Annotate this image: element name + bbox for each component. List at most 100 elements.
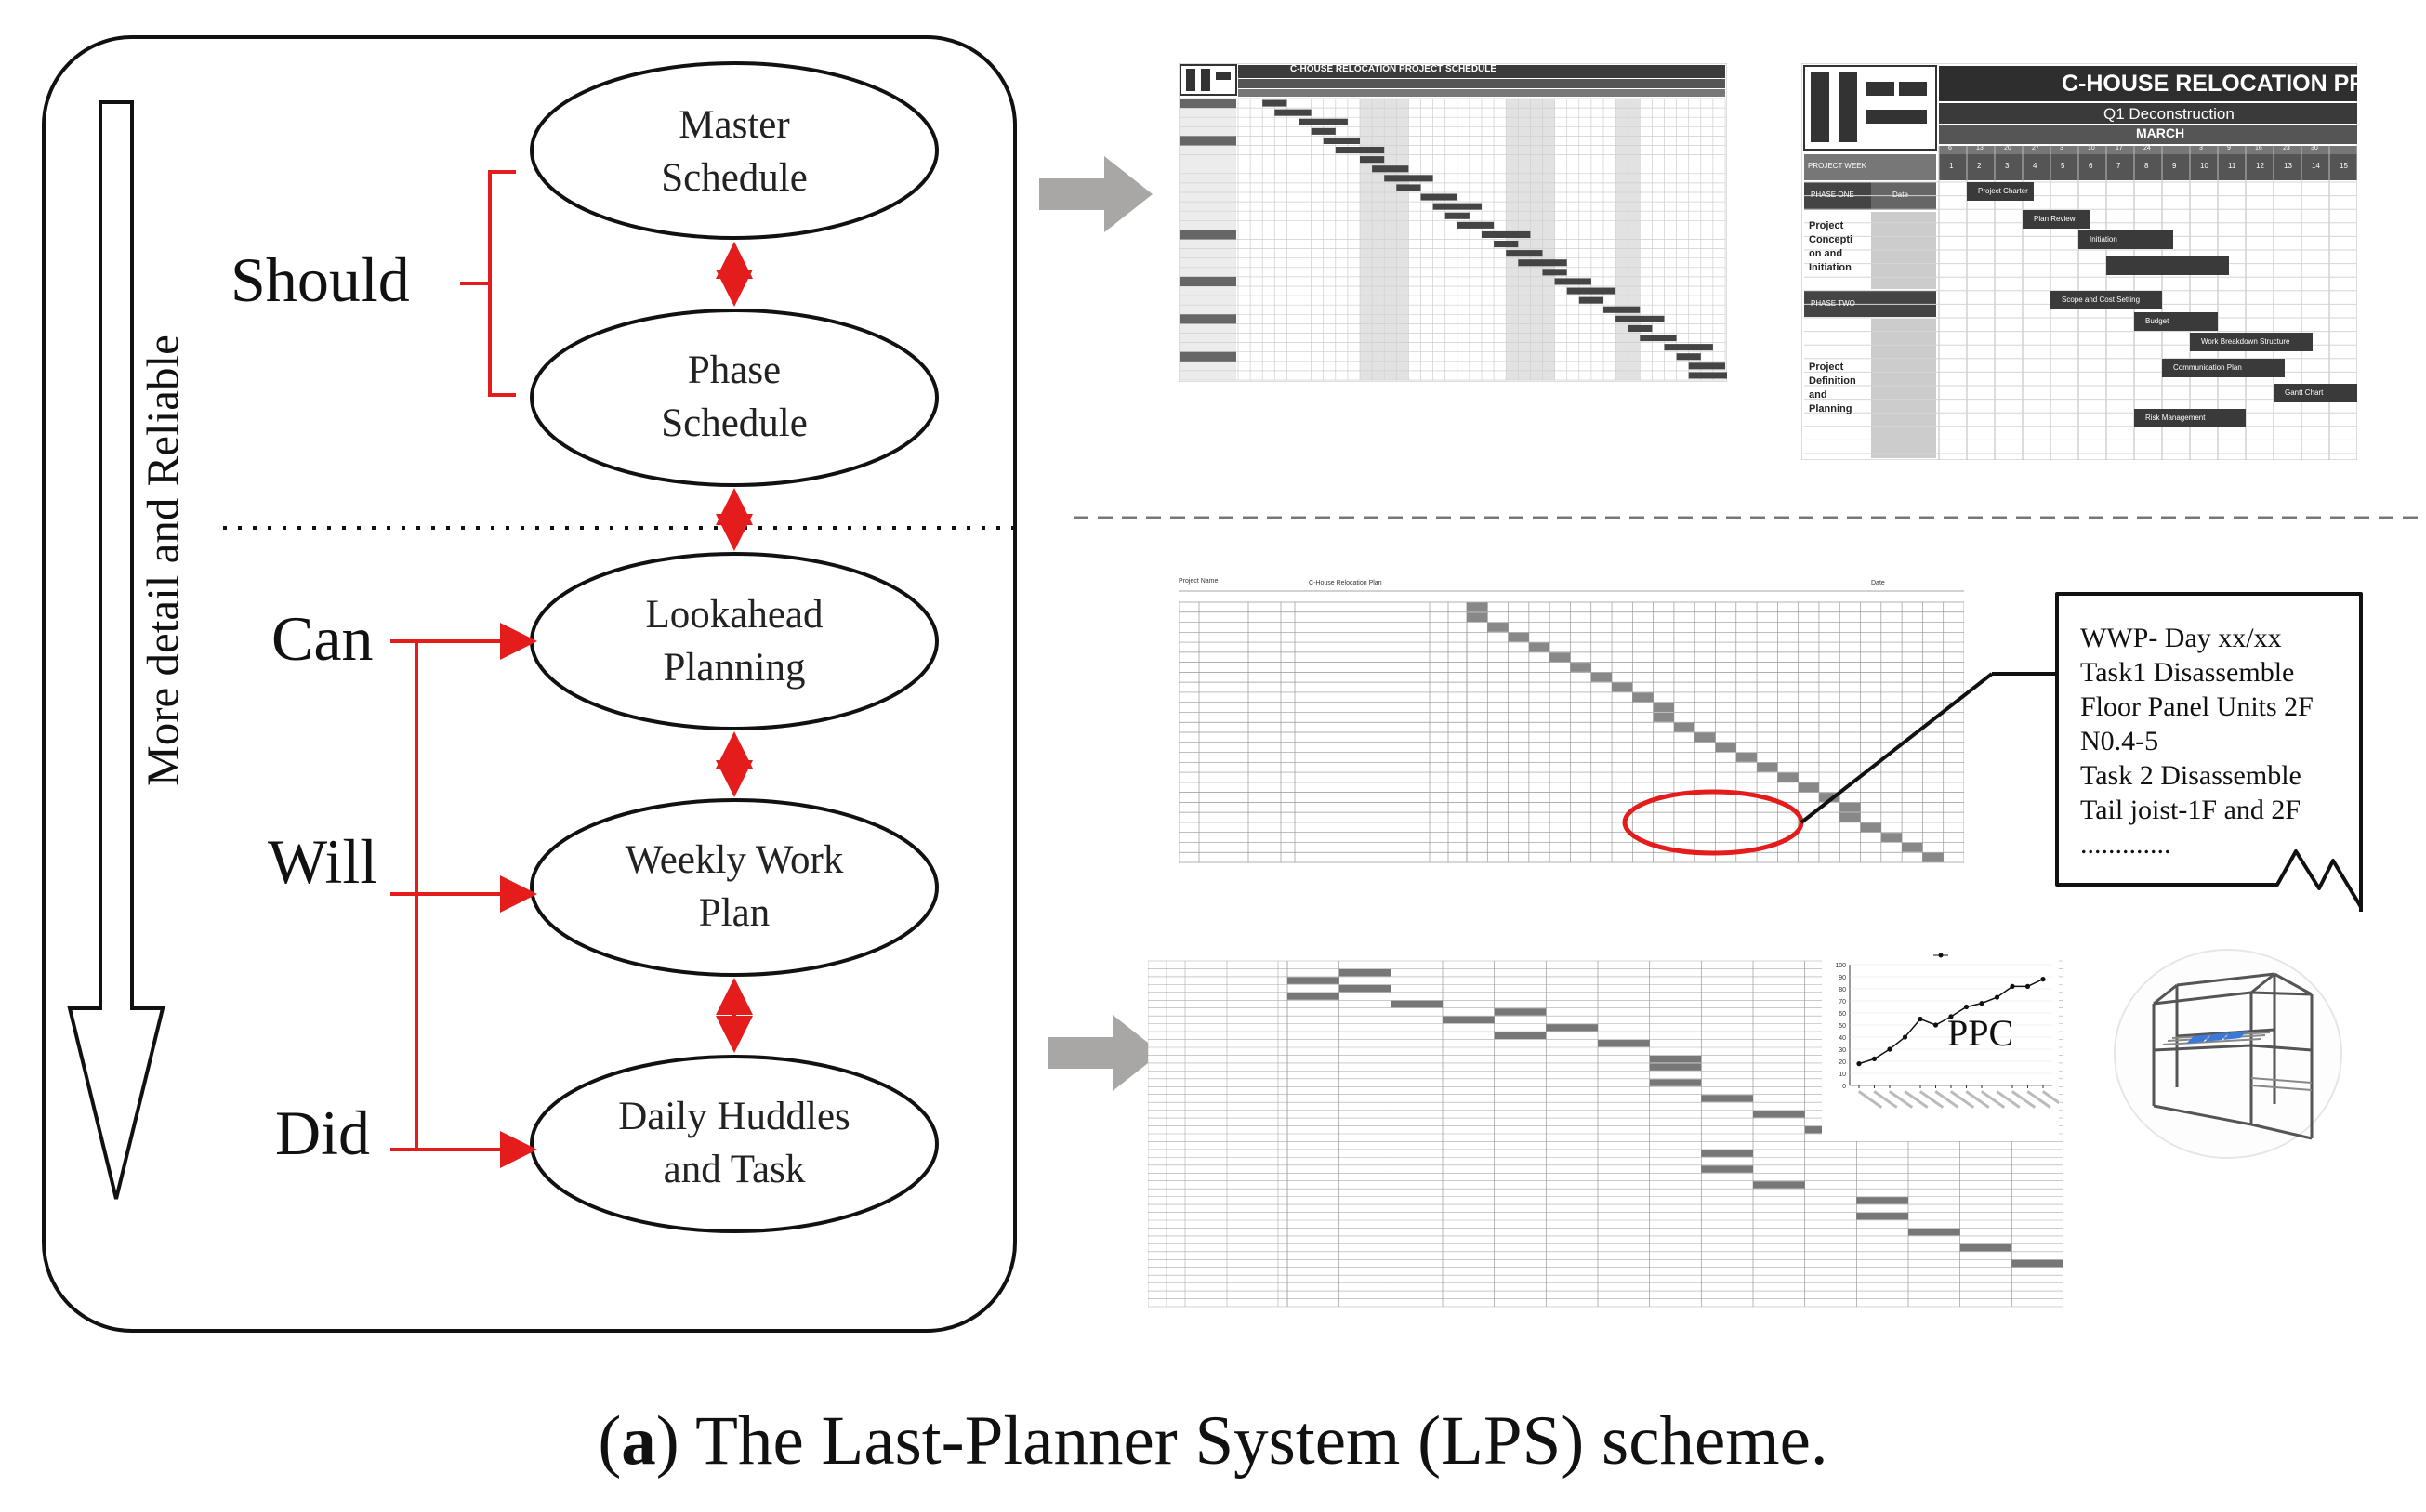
- lookahead-header-mid: C-House Relocation Plan: [1309, 580, 1382, 586]
- phase-date: 17: [2116, 145, 2123, 151]
- can-will-did-connector: [390, 623, 537, 1168]
- ppc-point: [2024, 983, 2031, 989]
- ppc-ytick: 10: [1839, 1072, 1846, 1078]
- phase-week: 10: [2200, 162, 2208, 170]
- ppc-xtick-label: [1949, 1090, 1975, 1109]
- phase-date: 27: [2032, 145, 2039, 151]
- phase-date: 3: [2060, 145, 2063, 151]
- ppc-point: [1948, 1014, 1954, 1019]
- phase-task-label: Initiation: [2090, 235, 2117, 243]
- should-bracket: [460, 170, 516, 397]
- phase-week: 7: [2116, 162, 2121, 170]
- phase-date: 9: [2227, 145, 2231, 151]
- figure-caption: (a) The Last-Planner System (LPS) scheme…: [598, 1402, 1828, 1479]
- level-will: Will: [268, 826, 378, 897]
- master-schedule-oval: [530, 61, 939, 240]
- phase-week: 3: [2005, 162, 2010, 170]
- down-arrow-icon: [67, 100, 165, 1200]
- ppc-point: [1887, 1046, 1892, 1052]
- phase-task-label: Budget: [2145, 317, 2169, 325]
- ppc-xtick-label: [1965, 1090, 1990, 1109]
- phase-week: 15: [2340, 162, 2348, 170]
- lookahead-plan-image: Project Name C-House Relocation Plan Dat…: [1178, 578, 1965, 868]
- ppc-point: [2040, 977, 2046, 982]
- ppc-xtick-label: [2026, 1090, 2051, 1109]
- lookahead-header-right: Date: [1871, 580, 1885, 586]
- ppc-xtick-label: [2011, 1090, 2037, 1109]
- phase-week: 2: [1977, 162, 1982, 170]
- ppc-point: [1856, 1061, 1862, 1067]
- gray-arrow-bottom-icon: [1048, 1015, 1161, 1091]
- phase-date: 10: [2088, 145, 2095, 151]
- phase-schedule-month: MARCH: [2136, 125, 2185, 140]
- master-schedule-title: C-HOUSE RELOCATION PROJECT SCHEDULE: [1290, 64, 1497, 74]
- phase-task-label: Plan Review: [2034, 215, 2076, 223]
- phase-date: 30: [2311, 145, 2318, 151]
- caption-letter: a: [621, 1402, 656, 1479]
- phase-date: 23: [2283, 145, 2290, 151]
- phase-schedule-title: C-HOUSE RELOCATION PRO: [2062, 71, 2357, 97]
- phase-schedule-subtitle: Q1 Deconstruction: [2103, 105, 2235, 123]
- phase-week: 13: [2284, 162, 2292, 170]
- ppc-ytick: 70: [1839, 999, 1846, 1006]
- phase-week: 6: [2089, 162, 2093, 170]
- ppc-point: [2010, 983, 2015, 989]
- ppc-xtick-label: [1904, 1090, 1929, 1109]
- level-should: Should: [231, 244, 410, 315]
- ppc-label: PPC: [1947, 1012, 2014, 1054]
- phase-week: 11: [2228, 162, 2236, 170]
- phase-task-label: Communication Plan: [2173, 363, 2242, 372]
- gray-arrow-top-icon: [1039, 156, 1153, 232]
- phase-date: 20: [2004, 145, 2011, 151]
- phase-date: 16: [2255, 145, 2262, 151]
- phase-one-label: PHASE ONE: [1811, 191, 1854, 199]
- ppc-point: [1902, 1034, 1908, 1040]
- wwp-note-text: WWP- Day xx/xx Task1 Disassemble Floor P…: [2080, 623, 2314, 860]
- ppc-xtick-label: [1934, 1090, 1959, 1109]
- ppc-xtick-label: [1996, 1090, 2021, 1109]
- ppc-point: [1979, 1001, 1984, 1006]
- ppc-point: [1994, 994, 2000, 1000]
- ppc-xtick-label: [1857, 1090, 1883, 1109]
- dashed-separator: [1074, 516, 2426, 519]
- phase-week: 8: [2144, 162, 2149, 170]
- phase-schedule-oval: [530, 309, 939, 487]
- master-schedule-image: C-HOUSE RELOCATION PROJECT SCHEDULE: [1178, 62, 1738, 383]
- ppc-point: [1932, 1022, 1939, 1028]
- phase-week: 12: [2256, 162, 2264, 170]
- highlight-ellipse: [1622, 789, 1804, 856]
- callout-line: [1800, 672, 1994, 824]
- highlight-overlay: [1622, 672, 2059, 856]
- ppc-point: [1963, 1004, 1970, 1010]
- phase-date: 13: [1976, 145, 1984, 151]
- wwp-note-document: [2055, 592, 2363, 912]
- ppc-ytick: 60: [1839, 1011, 1846, 1018]
- ppc-xtick-label: [1873, 1090, 1898, 1109]
- phase-date: 24: [2143, 145, 2151, 151]
- ppc-xtick-label: [1888, 1090, 1914, 1109]
- diagram-frame: [42, 35, 1017, 1333]
- ppc-point: [1871, 1056, 1878, 1061]
- ppc-ytick: 90: [1839, 975, 1846, 981]
- phase-date: 3: [2199, 145, 2203, 151]
- phase-week: 9: [2172, 162, 2177, 170]
- phase-two-label: PHASE TWO: [1811, 299, 1855, 308]
- phase-week: 14: [2312, 162, 2320, 170]
- lookahead-header-left: Project Name: [1179, 578, 1219, 585]
- ppc-ytick: 80: [1839, 987, 1846, 993]
- phase-schedule-image: C-HOUSE RELOCATION PRO Q1 Deconstruction…: [1801, 63, 2357, 460]
- phase-task-label: Scope and Cost Setting: [2062, 296, 2141, 304]
- phase-one-value: Date: [1892, 191, 1908, 199]
- ppc-ytick: 0: [1842, 1084, 1846, 1090]
- ppc-ytick: 50: [1839, 1023, 1846, 1030]
- level-can: Can: [271, 603, 374, 674]
- ppc-ytick: 40: [1839, 1035, 1846, 1042]
